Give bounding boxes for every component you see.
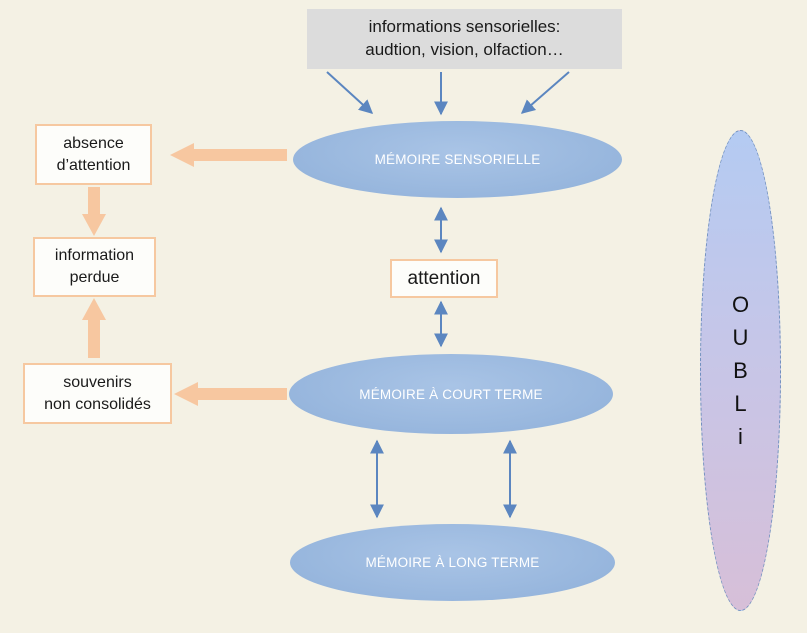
absence-attention-box: absence d’attention (35, 124, 152, 185)
arrow-to-souvenirs (174, 382, 287, 406)
sensory-input-line1: informations sensorielles: (368, 17, 561, 37)
memoire-long-terme-label: MÉMOIRE À LONG TERME (365, 555, 540, 570)
arrow-souvenirs-to-perdue (82, 298, 106, 358)
perdue-line2: perdue (69, 269, 120, 286)
input-arrow-right (520, 71, 570, 114)
oubli-letter-b: B (733, 358, 748, 383)
memoire-sensorielle-label: MÉMOIRE SENSORIELLE (374, 152, 541, 167)
memoire-sensorielle: MÉMOIRE SENSORIELLE (293, 121, 622, 198)
arrow-absence-to-perdue (82, 187, 106, 236)
oubli-ellipse: O U B L i (700, 130, 781, 611)
souvenirs-box: souvenirs non consolidés (23, 363, 172, 424)
information-perdue-box: information perdue (33, 237, 156, 297)
oubli-letter-u: U (732, 325, 749, 350)
oubli-letter-o: O (731, 292, 750, 317)
memoire-long-terme: MÉMOIRE À LONG TERME (290, 524, 615, 601)
input-arrow-left (326, 71, 374, 114)
attention-box: attention (390, 259, 498, 298)
arrow-to-absence (170, 143, 287, 167)
oubli-letter-i: i (738, 424, 743, 449)
sensory-input-box: informations sensorielles: audtion, visi… (307, 9, 622, 69)
oubli-letter-l: L (734, 391, 747, 416)
memoire-court-terme: MÉMOIRE À COURT TERME (289, 354, 613, 434)
souvenirs-line1: souvenirs (63, 373, 132, 391)
attention-label: attention (407, 267, 481, 289)
sensory-input-line2: audtion, vision, olfaction… (365, 40, 564, 59)
souvenirs-line2: non consolidés (44, 395, 151, 413)
memoire-court-terme-label: MÉMOIRE À COURT TERME (359, 386, 543, 402)
perdue-line1: information (54, 247, 135, 265)
absence-line2: d’attention (56, 156, 131, 174)
absence-line1: absence (63, 134, 124, 152)
